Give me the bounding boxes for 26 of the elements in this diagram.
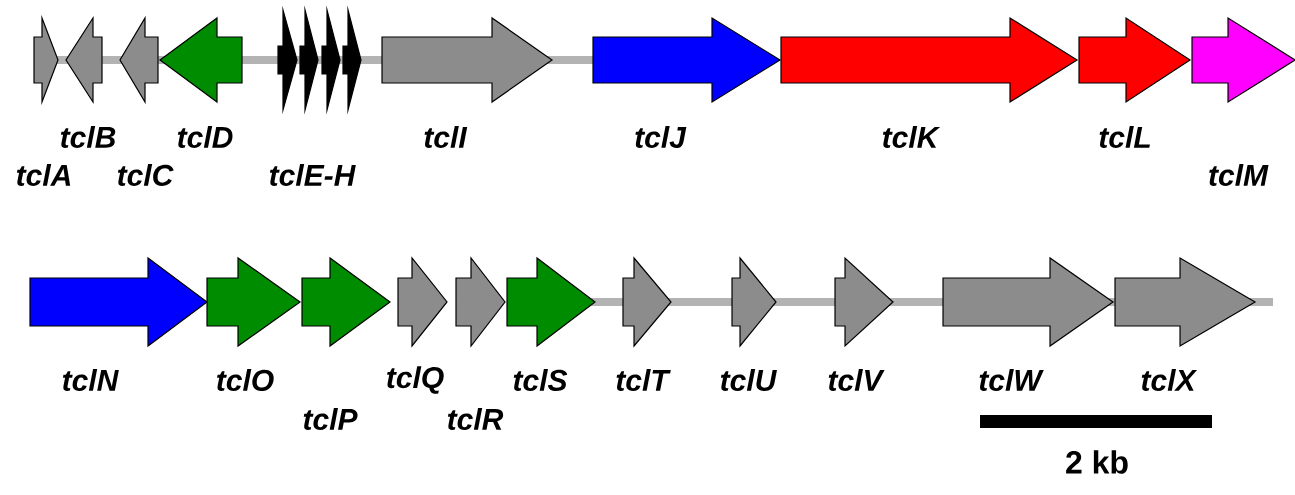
gene-label: tclB xyxy=(60,126,116,148)
gene-label: tclM xyxy=(1209,164,1269,186)
gene-label: tclA xyxy=(16,164,71,186)
gene-label: tclC xyxy=(117,164,174,186)
gene-symbol xyxy=(277,5,298,115)
gene-label: tclO xyxy=(217,369,274,391)
gene-label: tclL xyxy=(1099,126,1150,148)
gene-symbol xyxy=(321,5,341,115)
gene-label: tclJ xyxy=(635,126,687,148)
gene-label: tclU xyxy=(720,369,777,391)
gene-label: tclE-H xyxy=(269,164,356,186)
gene-symbol xyxy=(299,5,319,115)
gene-label: tclS xyxy=(513,369,568,391)
gene-label: tclP xyxy=(303,408,358,430)
gene-label: tclT xyxy=(616,369,671,391)
gene-label: tclN xyxy=(62,369,119,391)
gene-label: tclR xyxy=(447,408,504,430)
gene-label: tclK xyxy=(882,126,941,148)
gene-symbol xyxy=(342,5,362,115)
gene-label: tclV xyxy=(828,369,885,391)
gene-label: tclD xyxy=(177,126,233,148)
gene-label: tclX xyxy=(1141,369,1197,391)
gene-label: tclW xyxy=(979,369,1044,391)
scale-label: 2 kb xyxy=(1066,450,1128,474)
gene-label: tclQ xyxy=(387,366,444,394)
gene-label: tclI xyxy=(424,126,468,148)
